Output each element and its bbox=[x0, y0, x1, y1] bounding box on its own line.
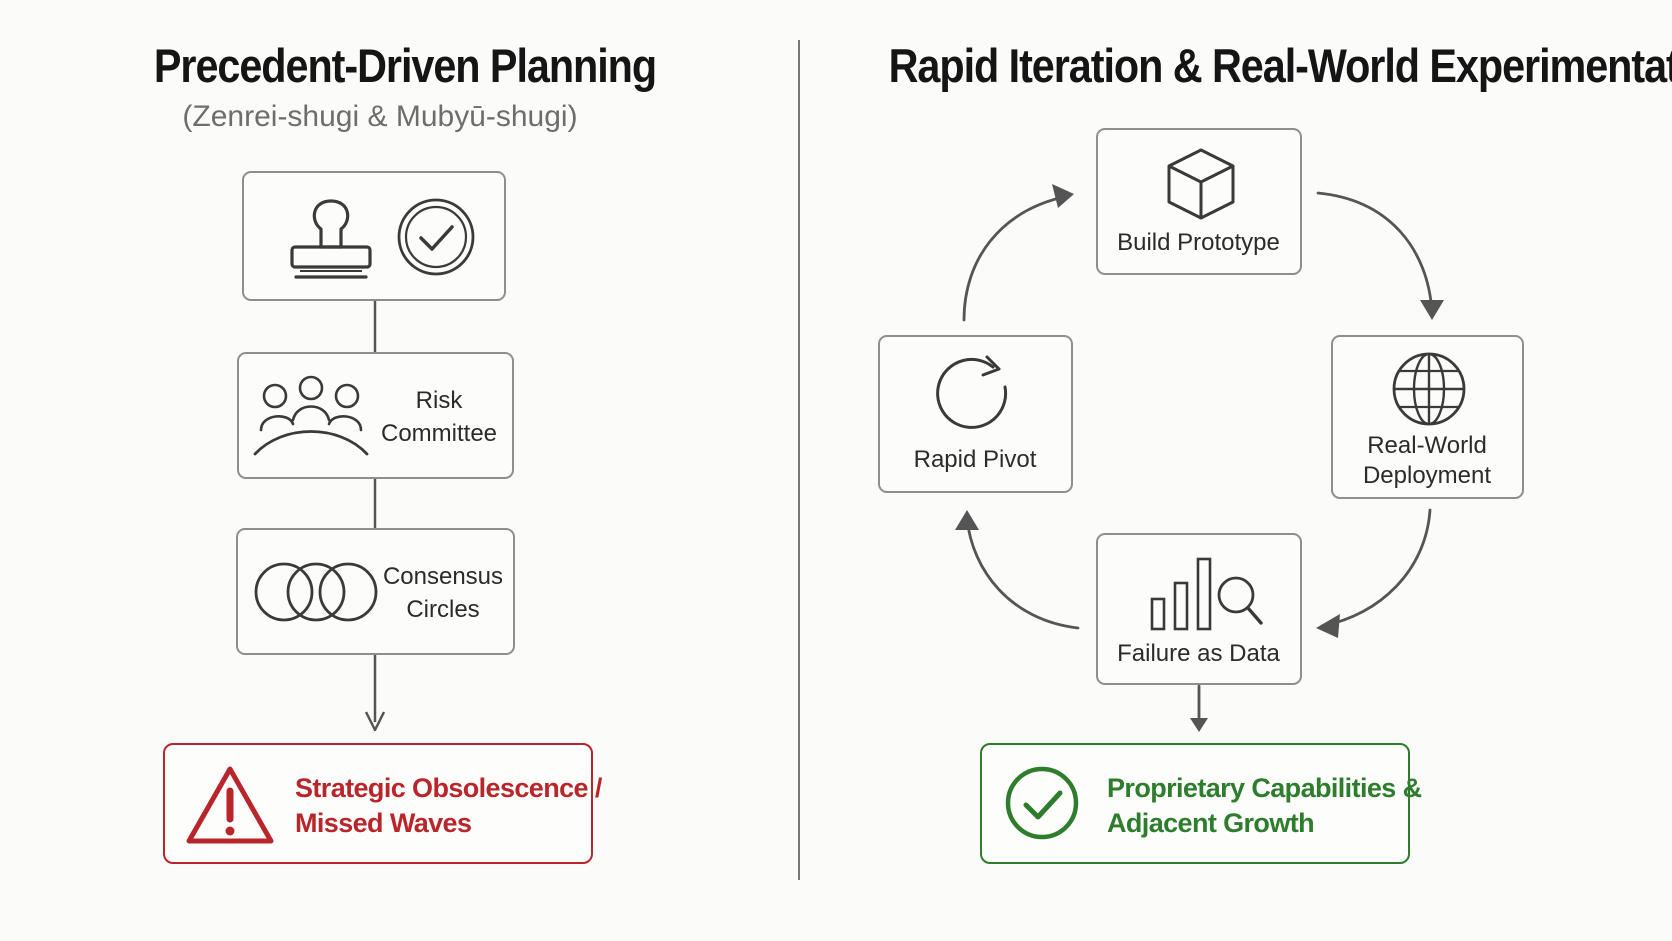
build-prototype-box: Build Prototype bbox=[1096, 128, 1302, 275]
bar-chart-magnifier-icon bbox=[1150, 557, 1263, 631]
people-group-icon bbox=[253, 375, 369, 456]
left-title: Precedent-Driven Planning bbox=[153, 39, 657, 92]
consensus-label-1: Consensus bbox=[382, 563, 504, 590]
risk-committee-label-2: Committee bbox=[380, 420, 498, 447]
panel-divider bbox=[798, 40, 800, 880]
left-subtitle: (Zenrei-shugi & Mubyū-shugi) bbox=[182, 100, 578, 133]
check-circle-icon bbox=[397, 198, 475, 276]
check-circle-icon bbox=[1005, 766, 1079, 840]
rapid-pivot-box: Rapid Pivot bbox=[878, 335, 1073, 493]
cube-icon bbox=[1167, 148, 1235, 220]
failure-as-data-label: Failure as Data bbox=[1117, 640, 1280, 667]
approval-step-box bbox=[242, 171, 506, 301]
overlapping-circles-icon bbox=[254, 562, 378, 622]
risk-committee-label-1: Risk bbox=[415, 387, 463, 414]
rubber-stamp-icon bbox=[290, 199, 372, 279]
consensus-circles-box: Consensus Circles bbox=[236, 528, 515, 655]
right-title: Rapid Iteration & Real-World Experimenta… bbox=[888, 39, 1672, 92]
warning-triangle-icon bbox=[186, 766, 274, 844]
real-world-deployment-box: Real-World Deployment bbox=[1331, 335, 1524, 499]
negative-outcome-box: Strategic Obsolescence / Missed Waves bbox=[163, 743, 602, 864]
positive-outcome-line-2: Adjacent Growth bbox=[1107, 808, 1315, 838]
positive-outcome-line-1: Proprietary Capabilities & bbox=[1107, 773, 1422, 803]
globe-icon bbox=[1392, 352, 1466, 426]
deployment-label-2: Deployment bbox=[1362, 462, 1492, 489]
refresh-icon bbox=[936, 355, 1008, 429]
positive-outcome-box: Proprietary Capabilities & Adjacent Grow… bbox=[980, 743, 1422, 864]
negative-outcome-line-1: Strategic Obsolescence / bbox=[295, 773, 602, 803]
consensus-label-2: Circles bbox=[406, 596, 480, 623]
negative-outcome-line-2: Missed Waves bbox=[295, 808, 472, 838]
risk-committee-box: Risk Committee bbox=[237, 352, 514, 479]
build-prototype-label: Build Prototype bbox=[1117, 229, 1280, 256]
rapid-pivot-label: Rapid Pivot bbox=[913, 446, 1037, 473]
failure-as-data-box: Failure as Data bbox=[1096, 533, 1302, 685]
deployment-label-1: Real-World bbox=[1367, 432, 1487, 459]
